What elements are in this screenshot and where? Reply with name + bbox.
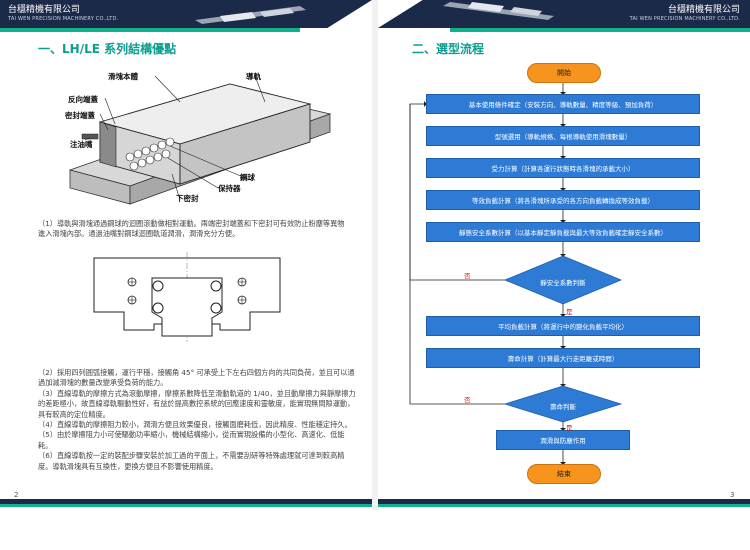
flowchart-connectors: [409, 82, 623, 465]
flow-step-6: 平均負載計算（將運行中的變化負載平均化）: [426, 316, 700, 336]
company-name-en-right: TAI WEN PRECISION MACHINERY CO.,LTD.: [629, 16, 740, 22]
header-accent-right: [450, 28, 750, 32]
feature-item-3: （3）直線導軌的摩擦方式為滾動摩擦，摩擦系數降低至滑動軌道的 1/40，並且動摩…: [38, 388, 356, 419]
flow-decision-life: 壽命判斷: [550, 403, 576, 411]
label-end-seal: 反向端蓋: [68, 95, 98, 104]
footer-bar-left: [0, 499, 372, 504]
decision-life-shape: [503, 385, 623, 423]
flow-step-7: 壽命計算（計算最大行走距離或時間）: [426, 348, 700, 368]
flow-end: 結束: [527, 464, 601, 484]
flow-no-label-2: 否: [464, 396, 471, 404]
flow-step-3: 受力計算（計算各運行狀態時各滑塊的承載大小）: [426, 158, 700, 178]
feature-paragraph-1: （1）導軌與滑塊通過鋼球的迴圈滾動做相對運動。兩端密封端蓋和下密封可有效防止粉塵…: [38, 219, 345, 239]
flow-no-label-1: 否: [464, 272, 471, 280]
label-rail: 導軌: [246, 72, 261, 81]
page-gutter: [372, 0, 378, 510]
company-name-en: TAI WEN PRECISION MACHINERY CO.,LTD.: [8, 16, 119, 22]
flow-decision-safety: 靜安全系數判斷: [540, 279, 586, 287]
right-header-bar: 台穩精機有限公司 TAI WEN PRECISION MACHINERY CO.…: [378, 0, 750, 28]
decision-safety-shape: [503, 255, 623, 305]
flow-step-2: 型號選用（導軌規格、每根導軌使用滑塊數量）: [426, 126, 700, 146]
label-ball: 鋼球: [240, 173, 255, 182]
flow-yes-label-2: 是: [566, 424, 573, 432]
left-section-title: 一、LH/LE 系列結構優點: [38, 42, 177, 56]
page-number-right: 3: [730, 491, 735, 499]
linear-guide-photo: [195, 6, 306, 24]
feature-paragraph-list: （2）採用四列圓弧接觸，運行平穩，接觸角 45° 可承受上下左右四個方向的共同負…: [38, 368, 358, 472]
left-header-bar: 台穩精機有限公司 TAI WEN PRECISION MACHINERY CO.…: [0, 0, 372, 28]
company-name-right: 台穩精機有限公司: [667, 5, 740, 15]
feature-item-4: （4）直線導軌的摩擦阻力較小，潤滑方便且效果優良，接觸面磨耗低，因此精度、性能穩…: [38, 420, 352, 430]
label-grease-nipple: 注油嘴: [70, 140, 93, 149]
label-bottom-seal: 下密封: [176, 194, 199, 203]
label-slider-body: 滑塊本體: [108, 72, 138, 81]
flow-start: 開始: [527, 63, 601, 83]
footer-accent-right: [378, 504, 750, 507]
flow-yes-label-1: 是: [566, 308, 573, 316]
cross-section-diagram: [93, 252, 281, 342]
footer-bar-right: [378, 499, 750, 504]
flow-step-4: 等效負載計算（將各滑塊所承受的各方向負載轉換成等效負載）: [426, 190, 700, 210]
page-number-left: 2: [14, 491, 19, 499]
right-section-title: 二、選型流程: [412, 42, 485, 56]
feature-item-2: （2）採用四列圓弧接觸，運行平穩，接觸角 45° 可承受上下左右四個方向的共同負…: [38, 368, 355, 388]
flow-step-8: 潤滑與防塵作用: [496, 430, 630, 450]
company-name: 台穩精機有限公司: [8, 5, 81, 15]
feature-item-5: （5）由於摩擦阻力小可使驅動功率縮小，機械結構縮小，從而實現設備的小型化、高速化…: [38, 430, 345, 450]
label-seal: 密封端蓋: [65, 111, 95, 120]
footer-accent-left: [0, 504, 372, 507]
flow-step-5: 靜態安全系數計算（以基本靜定靜負載與最大等效負載確定靜安全系數）: [426, 222, 700, 242]
feature-item-6: （6）直線導軌按一定的裝配步驟安裝於加工過的平面上，不需要刮研等特殊處理就可達到…: [38, 451, 345, 471]
flow-step-1: 基本使用條件確定（安裝方向、導軌數量、精度等級、預加負荷）: [426, 94, 700, 114]
header-accent-left: [0, 28, 300, 32]
label-retainer: 保持器: [218, 184, 241, 193]
linear-guide-diagram: [68, 75, 332, 205]
linear-guide-photo-right: [443, 2, 554, 20]
